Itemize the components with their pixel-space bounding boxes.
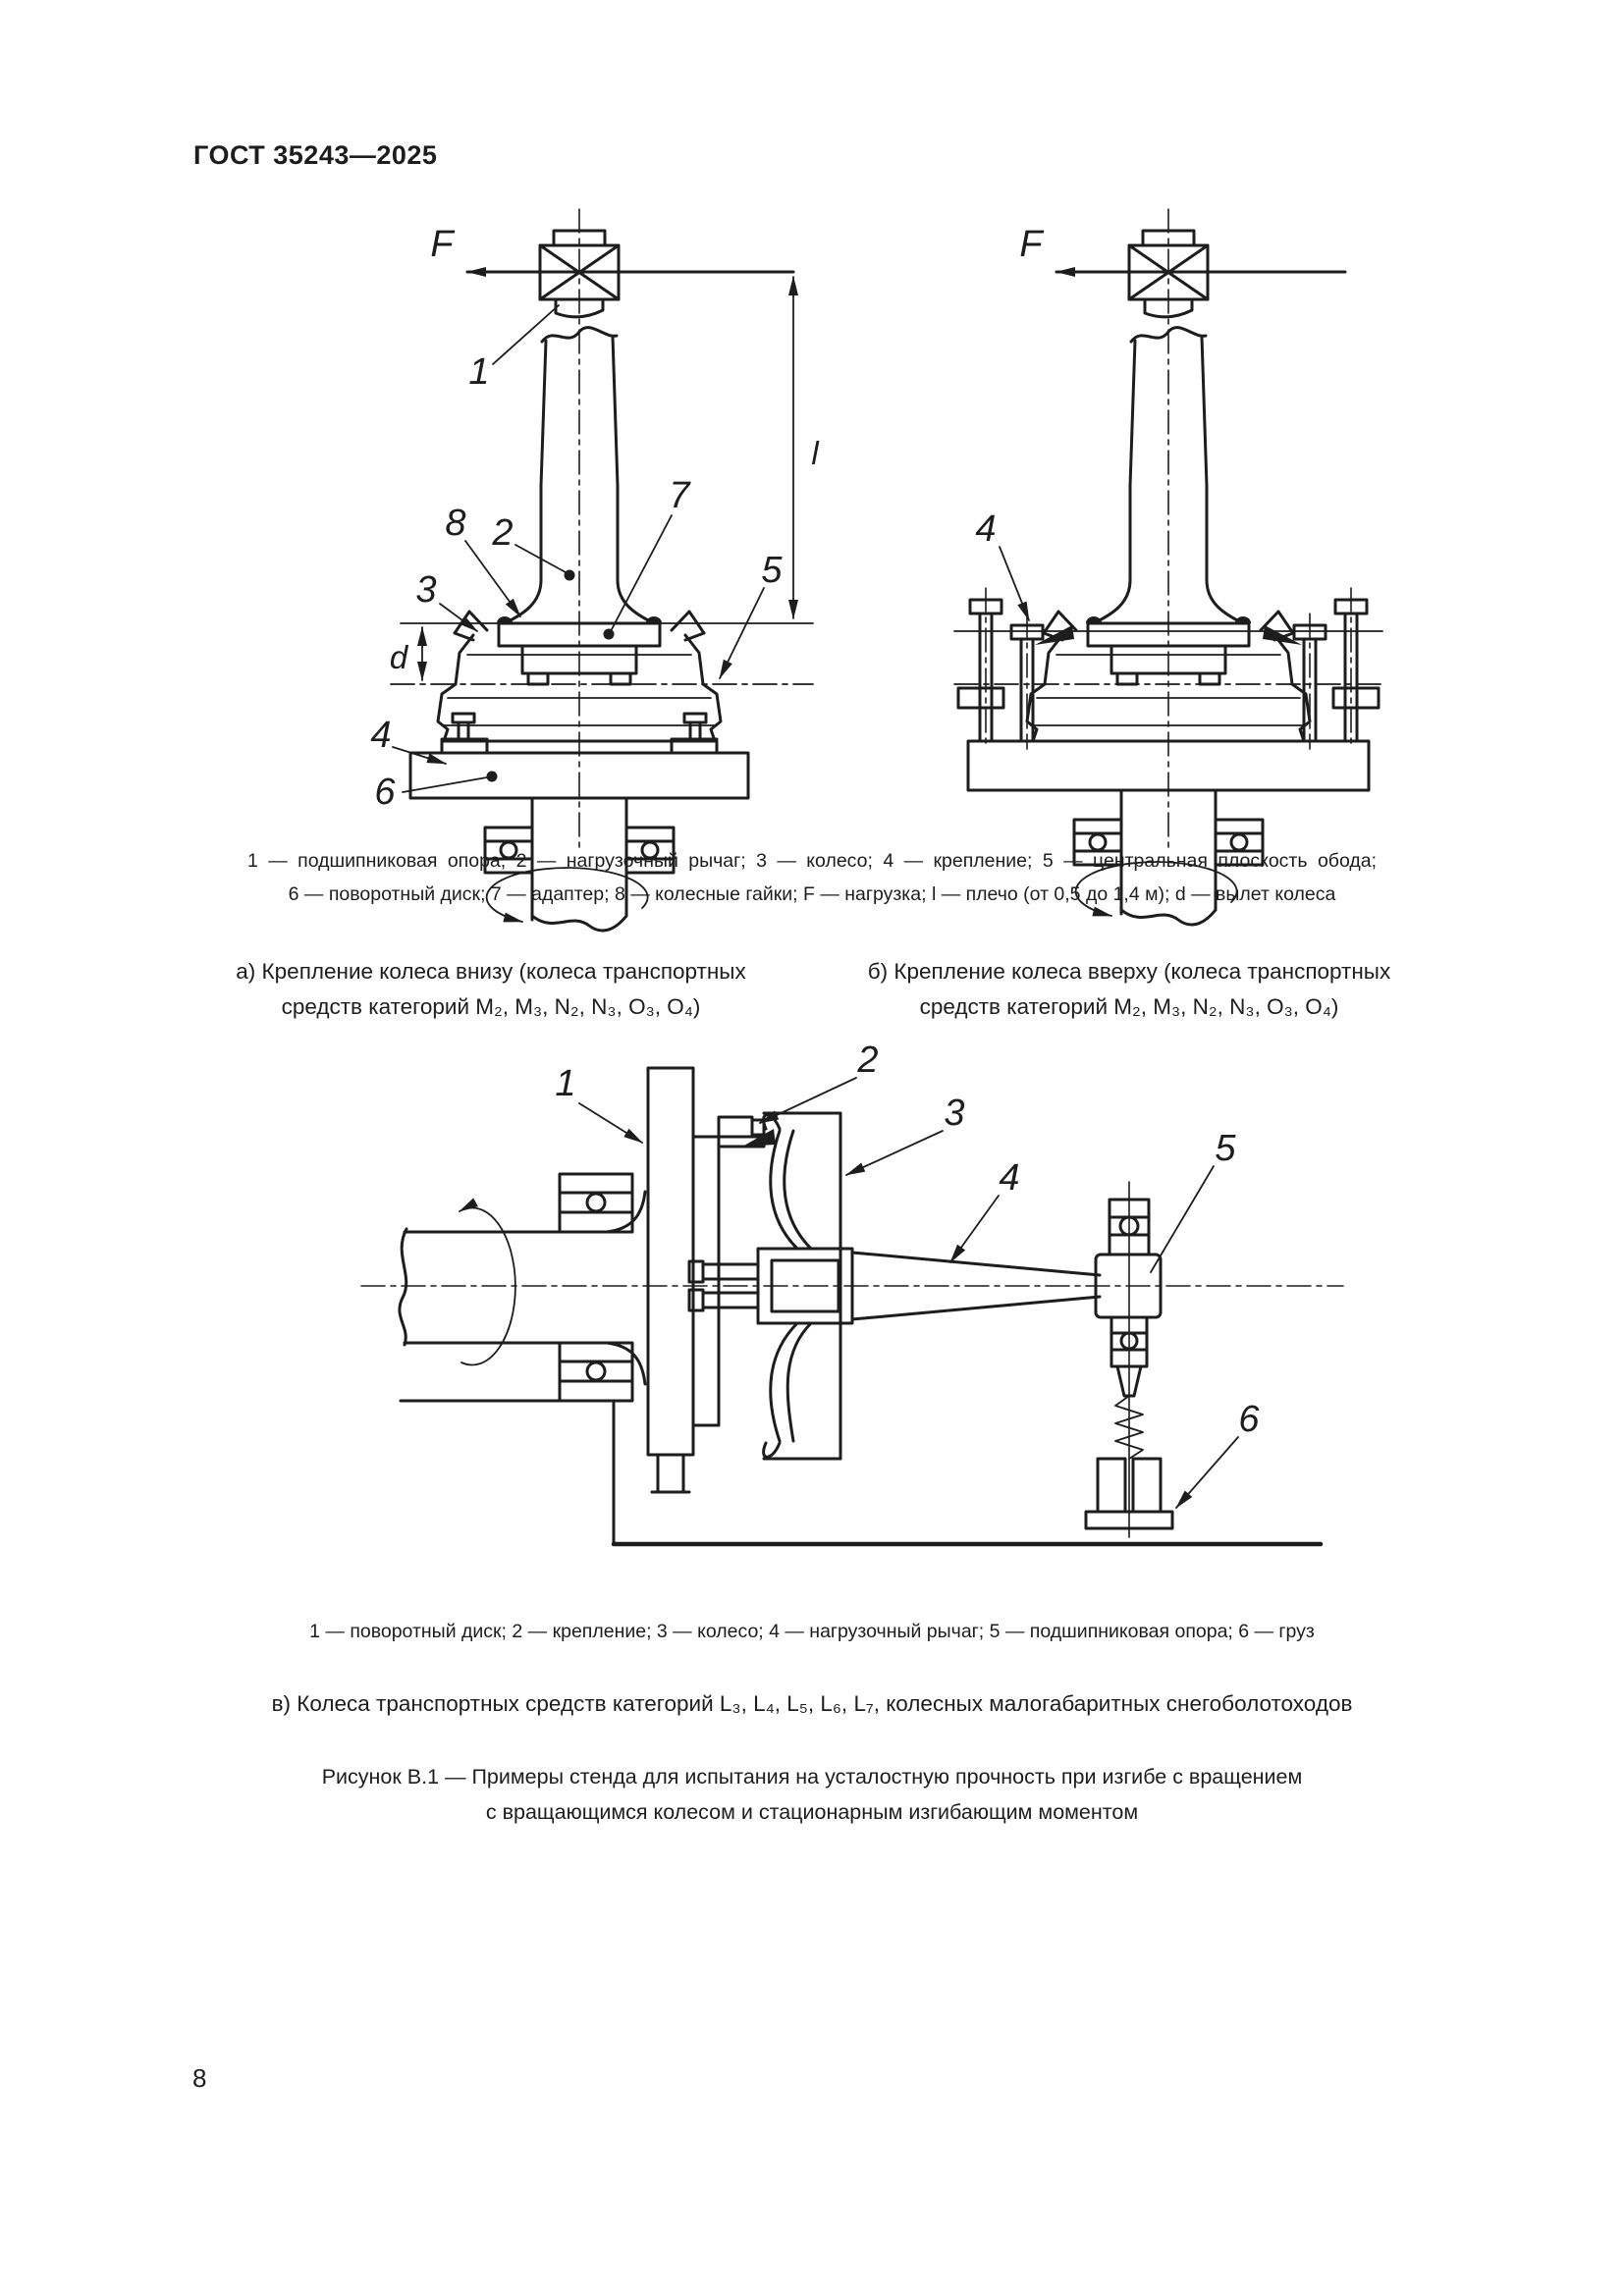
label-arm-l: l bbox=[811, 435, 820, 471]
clamp-jaw-right bbox=[1263, 625, 1302, 645]
label-3: 3 bbox=[944, 1093, 964, 1134]
wheel-rim-section bbox=[436, 610, 723, 743]
caption-a-line1: а) Крепление колеса внизу (колеса трансп… bbox=[236, 959, 746, 984]
label-1: 1 bbox=[468, 351, 489, 393]
rim-clamp bbox=[717, 1115, 776, 1148]
base-plate bbox=[966, 739, 1371, 792]
figure-caption: Рисунок В.1 — Примеры стенда для испытан… bbox=[0, 1759, 1624, 1830]
legend-bottom-line1: 1 — поворотный диск; 2 — крепление; 3 — … bbox=[309, 1621, 1315, 1642]
adapter-and-hub bbox=[497, 616, 662, 686]
label-5: 5 bbox=[1215, 1128, 1236, 1169]
drive-shaft bbox=[483, 796, 676, 933]
label-6: 6 bbox=[374, 772, 396, 813]
leader-lines bbox=[392, 304, 765, 793]
label-2: 2 bbox=[491, 512, 513, 554]
caption-v-line: в) Колеса транспортных средств категорий… bbox=[271, 1691, 1353, 1716]
rotation-arrow bbox=[485, 867, 649, 923]
drive-shaft bbox=[1072, 788, 1265, 927]
drive-shaft bbox=[398, 1172, 647, 1403]
weight bbox=[1084, 1457, 1174, 1530]
leader-lines bbox=[999, 546, 1030, 621]
caption-b-line2: средств категорий M₂, M₃, N₂, N₃, O₃, O₄… bbox=[919, 994, 1339, 1019]
label-5: 5 bbox=[761, 550, 783, 591]
legend-top-line2: 6 — поворотный диск; 7 — адаптер; 8 — ко… bbox=[288, 883, 1336, 905]
page-number: 8 bbox=[192, 2063, 207, 2093]
label-1: 1 bbox=[555, 1063, 575, 1104]
legend-top: 1 — подшипниковая опора; 2 — нагрузочный… bbox=[0, 844, 1624, 911]
label-force: F bbox=[1019, 224, 1044, 265]
label-3: 3 bbox=[415, 569, 436, 611]
pedestal-and-ground bbox=[399, 1399, 1324, 1547]
label-6: 6 bbox=[1238, 1399, 1260, 1440]
label-7: 7 bbox=[669, 475, 691, 516]
bearing-support bbox=[1094, 1181, 1163, 1538]
diagram-b-wheel-fixed-top: F 4 bbox=[953, 208, 1383, 927]
label-4: 4 bbox=[975, 508, 996, 550]
legend-top-line1: 1 — подшипниковая опора; 2 — нагрузочный… bbox=[246, 850, 1378, 872]
figure-caption-line1: Рисунок В.1 — Примеры стенда для испытан… bbox=[321, 1765, 1303, 1789]
caption-b-line1: б) Крепление колеса вверху (колеса транс… bbox=[867, 959, 1391, 984]
clamp-jaw-left bbox=[1035, 625, 1074, 645]
caption-b: б) Крепление колеса вверху (колеса транс… bbox=[785, 954, 1473, 1025]
caption-a: а) Крепление колеса внизу (колеса трансп… bbox=[137, 954, 844, 1025]
label-offset-d: d bbox=[390, 639, 409, 675]
caption-v: в) Колеса транспортных средств категорий… bbox=[0, 1686, 1624, 1722]
figure-caption-line2: с вращающимся колесом и стационарным изг… bbox=[485, 1800, 1139, 1824]
page-title: ГОСТ 35243—2025 bbox=[193, 140, 438, 170]
legend-bottom: 1 — поворотный диск; 2 — крепление; 3 — … bbox=[0, 1615, 1624, 1648]
turntable-disc bbox=[408, 751, 750, 800]
leader-lines bbox=[578, 1077, 1239, 1509]
label-8: 8 bbox=[445, 503, 465, 544]
wheel-hub bbox=[687, 1247, 854, 1325]
spring-link bbox=[1114, 1395, 1144, 1460]
rotation-arrow bbox=[459, 1198, 516, 1366]
caption-a-line2: средств категорий M₂, M₃, N₂, N₃, O₃, O₄… bbox=[281, 994, 701, 1019]
label-4: 4 bbox=[999, 1157, 1019, 1199]
label-4: 4 bbox=[370, 715, 391, 756]
loading-lever bbox=[850, 1251, 1102, 1321]
reference-planes bbox=[953, 630, 1383, 685]
label-force: F bbox=[430, 224, 455, 265]
label-2: 2 bbox=[856, 1040, 878, 1081]
diagram-v-horizontal-stand: 1 2 3 4 5 6 bbox=[360, 1040, 1344, 1547]
diagram-a-wheel-fixed-bottom: F 1 8 2 3 4 6 7 5 l d bbox=[370, 208, 820, 933]
loading-lever bbox=[1092, 326, 1245, 625]
rotation-arrow bbox=[1074, 861, 1238, 917]
